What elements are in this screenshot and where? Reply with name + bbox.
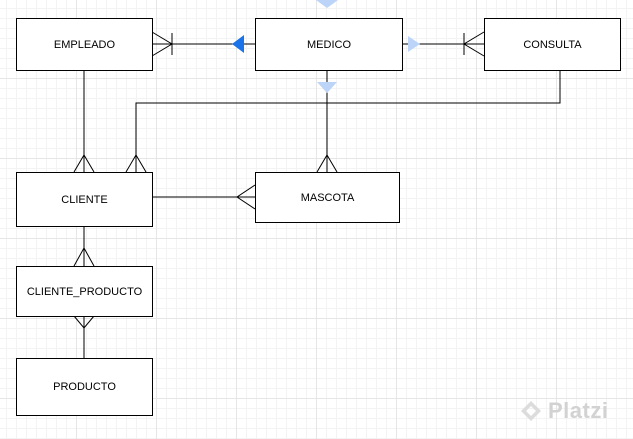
relation-consulta-cliente[interactable] bbox=[135, 70, 561, 172]
entity-cliente-producto[interactable]: CLIENTE_PRODUCTO bbox=[16, 266, 153, 317]
connect-arrow-left-icon[interactable] bbox=[232, 35, 244, 53]
entity-medico-label: MEDICO bbox=[307, 38, 351, 51]
entity-empleado-label: EMPLEADO bbox=[53, 38, 116, 51]
connect-arrow-down-icon[interactable] bbox=[317, 82, 337, 93]
crowfoot-empleado-side bbox=[151, 31, 173, 57]
entity-cliente-producto-label: CLIENTE_PRODUCTO bbox=[26, 285, 143, 298]
connect-arrow-up-icon[interactable] bbox=[316, 0, 338, 8]
entity-medico[interactable]: MEDICO bbox=[255, 18, 403, 71]
connect-arrow-right-icon[interactable] bbox=[408, 36, 420, 52]
entity-producto[interactable]: PRODUCTO bbox=[16, 358, 153, 416]
entity-consulta-label: CONSULTA bbox=[523, 38, 582, 51]
crowfoot-mascota-left bbox=[236, 184, 256, 210]
crowfoot-cliente-top-left bbox=[73, 154, 95, 173]
entity-empleado[interactable]: EMPLEADO bbox=[16, 18, 153, 71]
entity-producto-label: PRODUCTO bbox=[53, 381, 116, 393]
watermark-text: Platzi bbox=[548, 398, 609, 423]
crowfoot-mascota-top bbox=[316, 154, 338, 173]
platzi-watermark: Platzi bbox=[520, 398, 608, 424]
crowfoot-clienteproducto-bottom bbox=[73, 315, 95, 329]
platzi-logo-icon bbox=[521, 401, 541, 421]
entity-mascota[interactable]: MASCOTA bbox=[255, 172, 400, 223]
entity-mascota-label: MASCOTA bbox=[300, 191, 355, 204]
crowfoot-consulta-side bbox=[463, 31, 485, 57]
crowfoot-cliente-top-right bbox=[125, 154, 147, 173]
entity-cliente[interactable]: CLIENTE bbox=[16, 172, 153, 227]
entity-cliente-label: CLIENTE bbox=[61, 193, 108, 206]
crowfoot-clienteproducto-top bbox=[73, 246, 95, 267]
entity-consulta[interactable]: CONSULTA bbox=[484, 18, 621, 71]
